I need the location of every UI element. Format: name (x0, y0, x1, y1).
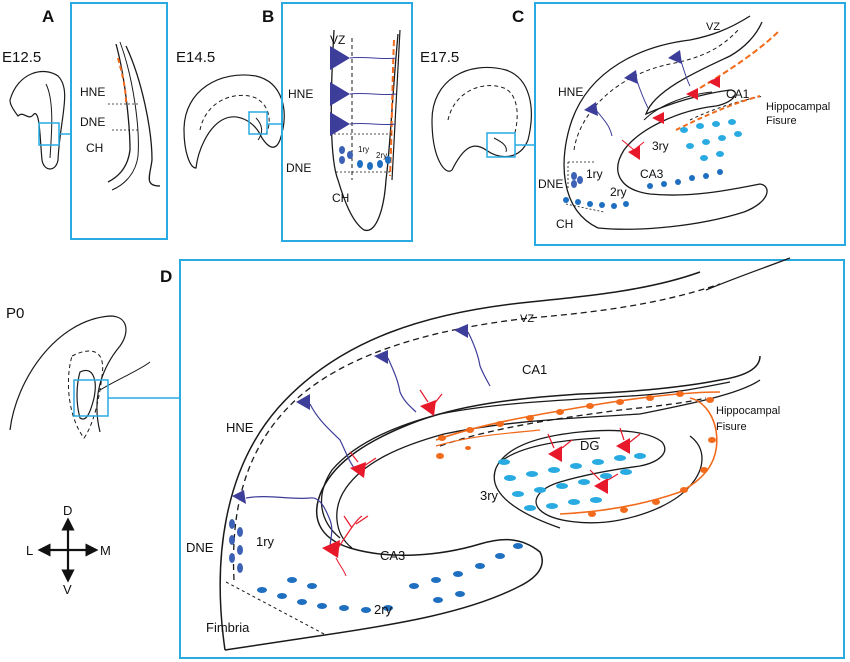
panel-d-bottom-contour (224, 355, 761, 651)
panel-c-matrix-cells (563, 119, 742, 209)
panel-d: D P0 (6, 257, 845, 659)
orientation-compass: D L M V (26, 503, 111, 597)
panel-b-zoom-box (248, 111, 268, 135)
panel-c-fissure-label-line1: Hippocampal (766, 101, 830, 113)
panel-d-letter: D (160, 267, 172, 286)
panel-c-letter: C (512, 7, 524, 26)
panel-d-vz-line (232, 283, 721, 581)
panel-c-fissure-label-line2: Fisure (766, 115, 797, 127)
panel-d-ca-inner-contour (320, 381, 731, 549)
panel-b-2ry-label: 2ry (376, 151, 387, 160)
panel-a-letter: A (42, 7, 54, 26)
panel-b-brain-outline (183, 74, 285, 169)
panel-d-fimbria-boundary (225, 581, 325, 635)
panel-c-stage: E17.5 (420, 49, 459, 66)
panel-c-radial-glia (584, 50, 691, 137)
compass-v-label: V (63, 582, 72, 597)
panel-c-pyramidal-neurons (621, 76, 720, 160)
compass-l-label: L (26, 543, 33, 558)
panel-d-3ry-label: 3ry (480, 488, 499, 503)
panel-b-radial-glia (330, 46, 397, 136)
panel-d-fissure-label-line2: Fisure (716, 421, 747, 433)
panel-c: C E17.5 (420, 2, 846, 246)
panel-d-matrix-cells (229, 453, 646, 613)
panel-b-hne-label: HNE (288, 87, 313, 101)
panel-d-dne-label: DNE (186, 540, 214, 555)
panel-d-migrating-cells (435, 391, 721, 517)
compass-d-label: D (63, 503, 72, 518)
panel-c-ch-label: CH (556, 217, 573, 231)
panel-a-frame (70, 2, 168, 240)
panel-d-1ry-label: 1ry (256, 534, 275, 549)
panel-c-ca3-label: CA3 (640, 167, 664, 181)
panel-a-hne-label: HNE (80, 85, 105, 99)
panel-b-matrix-cells (339, 146, 391, 170)
panel-d-fimbria-label: Fimbria (206, 620, 250, 635)
panel-c-2ry-label: 2ry (610, 185, 627, 199)
panel-d-brain-outline (9, 315, 127, 433)
panel-d-vz-label: VZ (520, 313, 534, 325)
panel-b-1ry-label: 1ry (358, 145, 369, 154)
panel-a-ch-label: CH (86, 141, 103, 155)
panel-a-stage: E12.5 (2, 49, 41, 66)
panel-b-ch-label: CH (332, 191, 349, 205)
panel-b-stage: E14.5 (176, 49, 215, 66)
panel-d-fissure-label-line1: Hippocampal (716, 405, 780, 417)
panel-d-pyramidal-neurons (322, 389, 641, 577)
panel-d-frame (179, 259, 845, 659)
panel-d-stage: P0 (6, 305, 24, 322)
panel-d-fissure-dashed (439, 397, 707, 447)
panel-c-3ry-label: 3ry (652, 139, 669, 153)
panel-d-radial-glia (232, 324, 491, 549)
panel-a-zoom-box (38, 122, 60, 146)
panel-b-letter: B (262, 7, 274, 26)
panel-d-zoom-box (73, 379, 109, 417)
panel-b-frame (281, 2, 413, 242)
panel-a-brain-outline (9, 70, 66, 170)
panel-a: A E12.5 HNE DNE CH (2, 2, 168, 240)
panel-d-2ry-label: 2ry (374, 602, 393, 617)
panel-d-ca1-label: CA1 (522, 362, 547, 377)
panel-d-ca3-label: CA3 (380, 548, 405, 563)
panel-d-dg-contour (493, 429, 703, 529)
panel-c-1ry-label: 1ry (586, 167, 603, 181)
panel-c-ca1-label: CA1 (726, 87, 750, 101)
panel-b-vz-label: VZ (330, 33, 345, 47)
panel-c-frame (534, 2, 846, 246)
panel-b-dne-label: DNE (286, 161, 311, 175)
panel-a-brain-inner (45, 83, 53, 159)
panel-d-upper-extension (639, 257, 791, 415)
panel-d-hne-label: HNE (226, 420, 254, 435)
panel-a-dne-label: DNE (80, 115, 105, 129)
panel-c-brain-outline (431, 66, 532, 172)
panel-c-hne-label: HNE (558, 85, 583, 99)
compass-m-label: M (100, 543, 111, 558)
panel-d-outer-contour (219, 271, 701, 651)
panel-b: B E14.5 VZ (176, 2, 413, 242)
panel-c-vz-label: VZ (706, 21, 720, 33)
panel-d-dg-label: DG (580, 438, 600, 453)
panel-c-dne-label: DNE (538, 177, 563, 191)
